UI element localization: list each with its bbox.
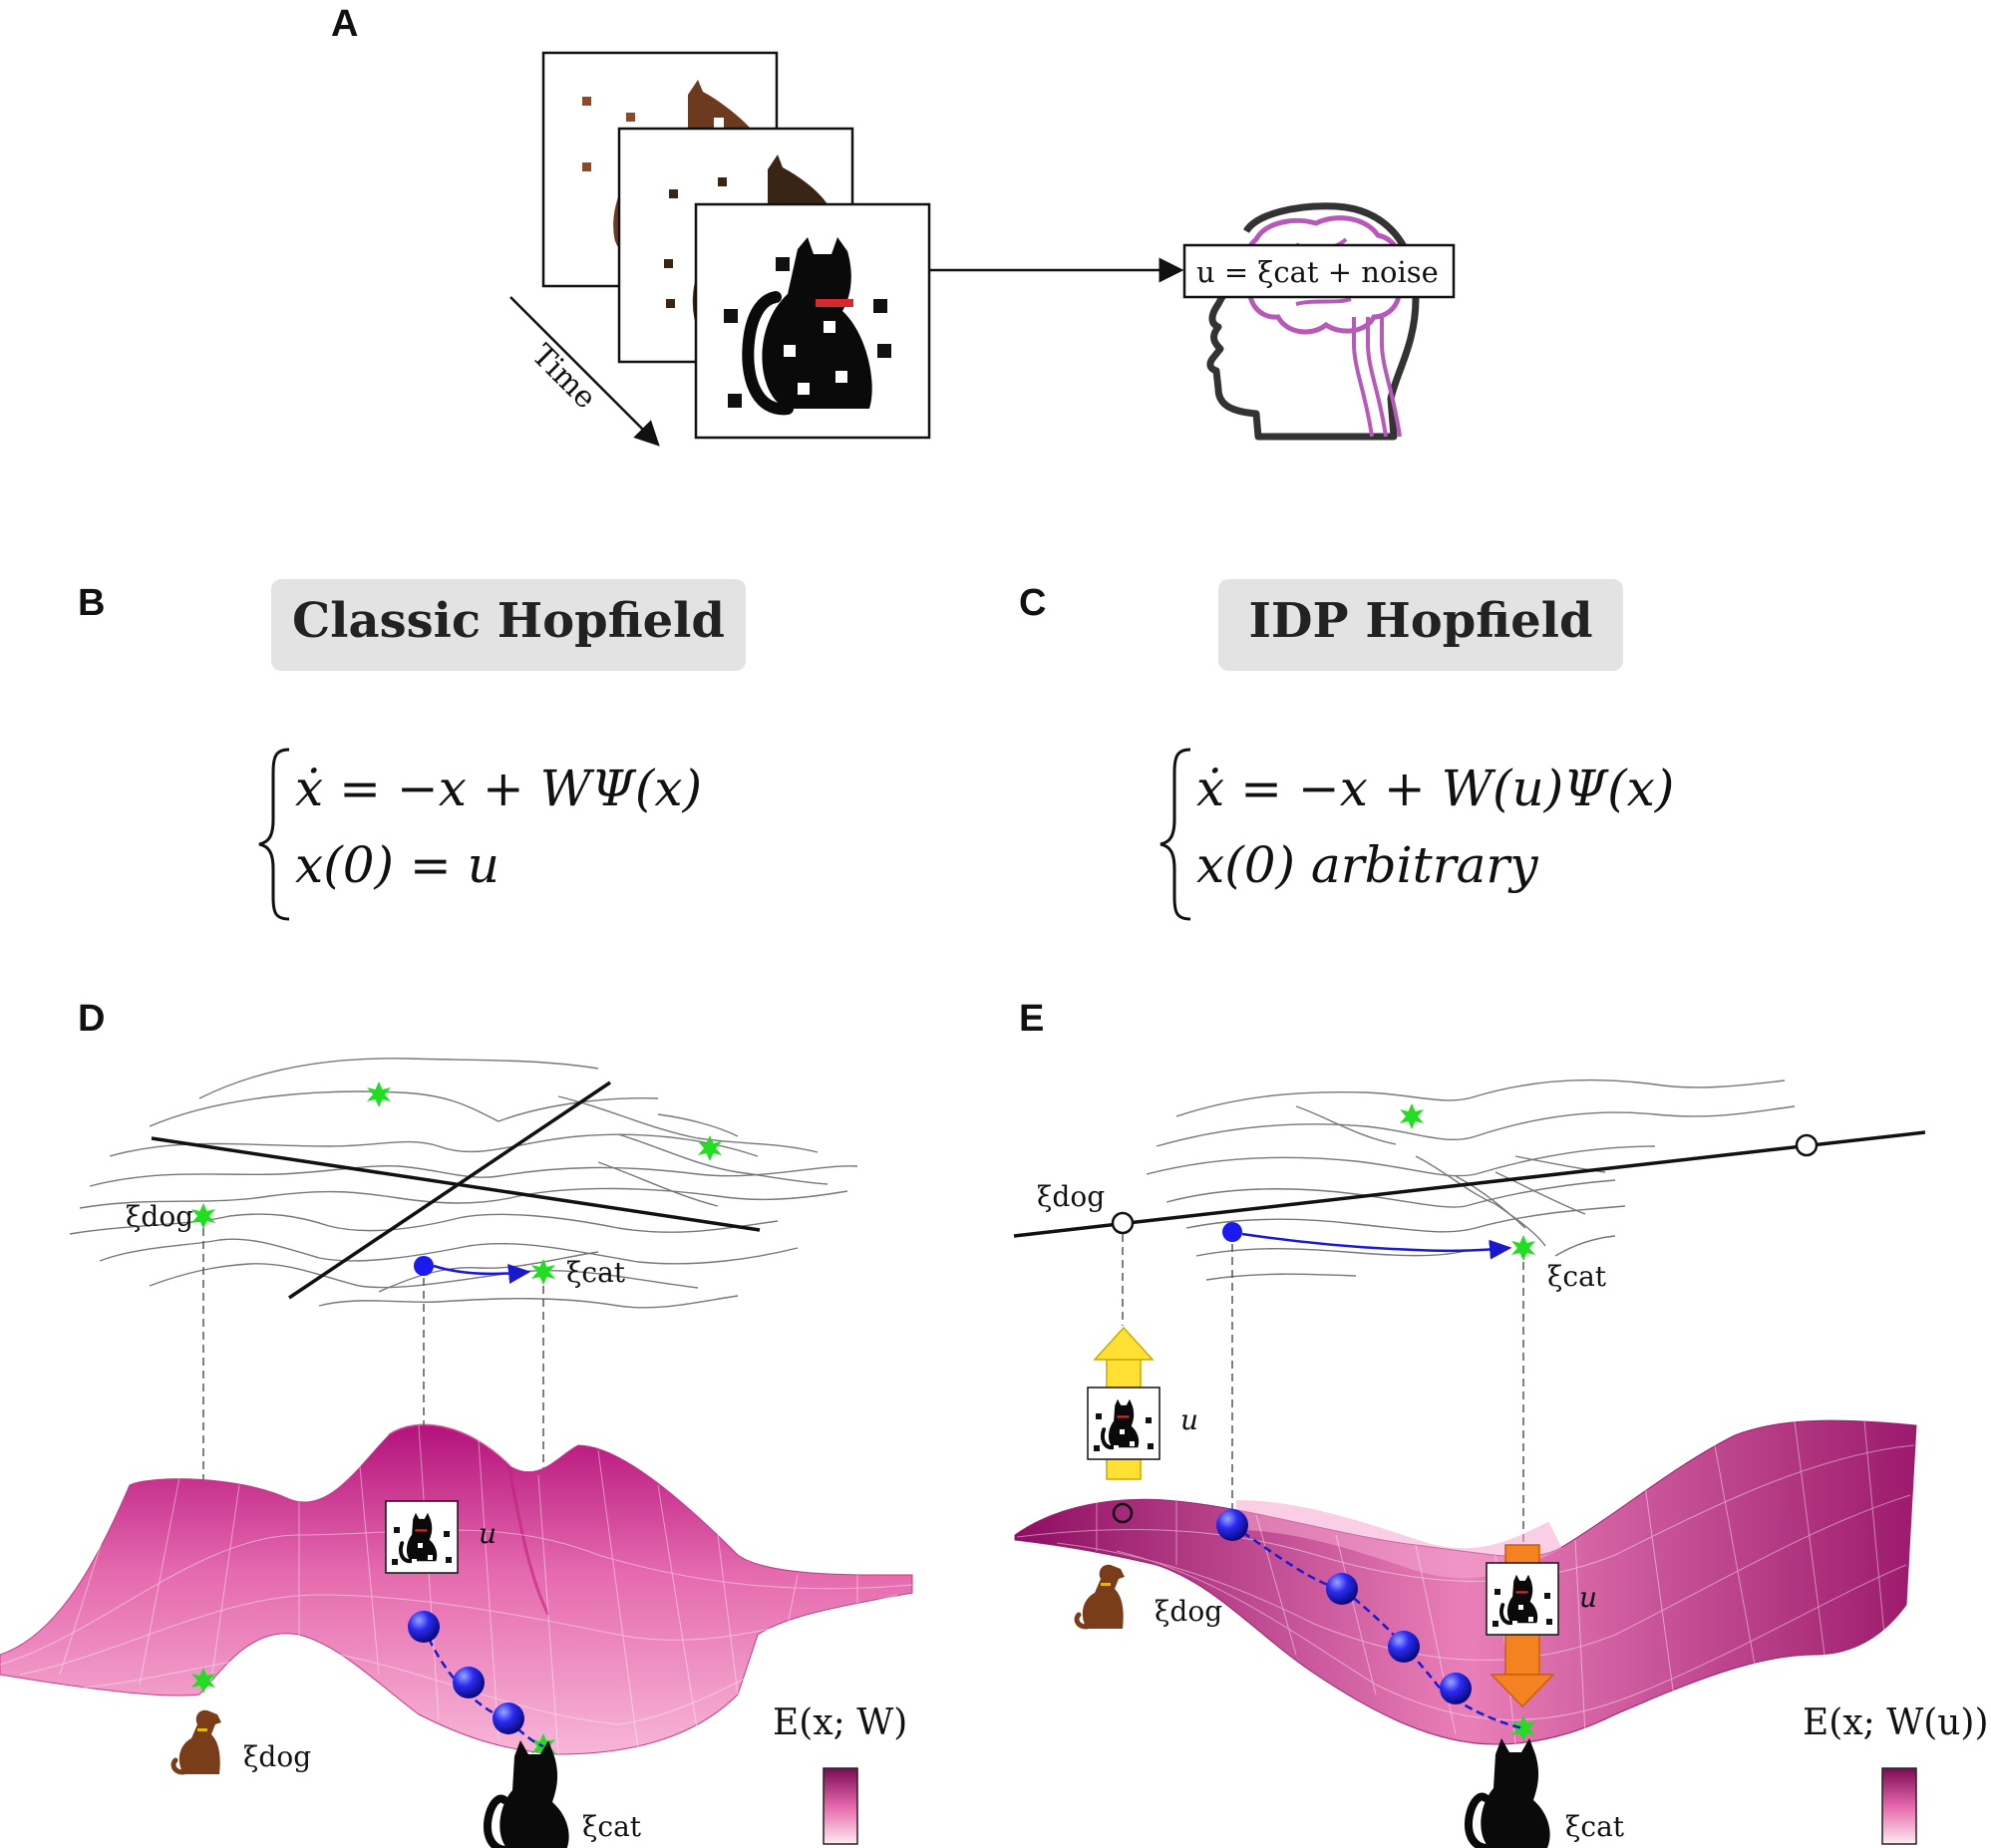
classic-dog-icon — [173, 1710, 221, 1774]
classic-title-box — [271, 579, 746, 671]
idp-dog-icon — [1077, 1565, 1125, 1629]
idp-boundary-point-right — [1795, 1133, 1819, 1157]
idp-start-dot — [1222, 1222, 1242, 1242]
idp-cat-icon — [1469, 1738, 1550, 1848]
classic-ball-2 — [453, 1667, 485, 1698]
idp-xi-dog-bottom-label: ξdog — [1155, 1595, 1222, 1628]
classic-u-label: u — [479, 1517, 497, 1550]
idp-xi-cat-star-top — [1511, 1235, 1535, 1261]
classic-energy-surface — [0, 1423, 913, 1755]
idp-u-left-label: u — [1180, 1403, 1198, 1436]
idp-u-right-label: u — [1579, 1581, 1597, 1614]
classic-boundary-2 — [288, 1080, 611, 1300]
classic-xi-dog-bottom-label: ξdog — [243, 1740, 311, 1773]
panel-b-letter: B — [78, 582, 105, 624]
idp-descent-path — [1231, 1523, 1524, 1730]
classic-xi-dog-top-label: ξdog — [126, 1200, 193, 1233]
panel-a-letter: A — [331, 3, 358, 45]
input-formula-box: u = ξcat + noise — [1182, 243, 1456, 299]
classic-trajectory-arrow — [433, 1264, 531, 1284]
classic-xi-cat-bottom-label: ξcat — [582, 1810, 642, 1843]
classic-start-dot — [414, 1256, 434, 1276]
idp-ball-2 — [1326, 1573, 1358, 1605]
idp-ball-4 — [1440, 1673, 1472, 1704]
classic-xi-dog-star-top — [191, 1203, 215, 1229]
idp-energy-label: E(x; W(u)) — [1803, 1702, 1989, 1743]
classic-attractor-star-top — [367, 1081, 391, 1107]
classic-eq1: ẋ = −x + WΨ(x) — [295, 760, 702, 817]
classic-xi-cat-top-label: ξcat — [566, 1256, 626, 1289]
idp-attractor-star-top — [1400, 1103, 1424, 1129]
classic-ball-3 — [493, 1702, 524, 1734]
classic-brace — [258, 748, 290, 921]
idp-brace — [1160, 748, 1191, 921]
classic-colorbar — [823, 1767, 858, 1845]
classic-title: Classic Hopfield — [292, 593, 725, 649]
classic-eq2: x(0) = u — [295, 836, 499, 894]
idp-xi-cat-top-label: ξcat — [1547, 1260, 1607, 1293]
idp-right-card-icon — [1487, 1563, 1558, 1635]
panel-d-letter: D — [78, 998, 105, 1040]
idp-eq2: x(0) arbitrary — [1196, 836, 1538, 894]
idp-boundary-point-surface — [1112, 1502, 1134, 1524]
input-formula-text: u = ξcat + noise — [1196, 255, 1439, 289]
classic-cat-icon — [488, 1740, 569, 1848]
idp-xi-cat-bottom-label: ξcat — [1565, 1810, 1625, 1843]
classic-energy-label: E(x; W) — [773, 1702, 907, 1743]
idp-trajectory-arrow — [1241, 1232, 1512, 1260]
idp-left-card-icon — [1088, 1387, 1160, 1459]
classic-ball-1 — [408, 1611, 440, 1643]
idp-contour-plane — [1146, 1078, 1796, 1281]
panel-c-letter: C — [1019, 582, 1046, 624]
classic-contour-plane — [69, 1058, 858, 1309]
idp-ball-3 — [1388, 1631, 1420, 1663]
idp-title: IDP Hopfield — [1248, 593, 1592, 649]
frame-cat-input — [694, 202, 931, 440]
idp-boundary-point-left — [1111, 1211, 1135, 1235]
classic-input-card-icon — [386, 1501, 458, 1573]
idp-title-box — [1218, 579, 1623, 671]
panel-e-letter: E — [1019, 998, 1044, 1040]
idp-xi-dog-top-label: ξdog — [1037, 1180, 1105, 1213]
idp-ball-1 — [1216, 1509, 1248, 1541]
idp-eq1: ẋ = −x + W(u)Ψ(x) — [1196, 760, 1674, 817]
time-arrow — [509, 296, 660, 447]
idp-boundary-line — [1013, 1130, 1926, 1238]
idp-colorbar — [1881, 1767, 1917, 1845]
head-brain-icon — [1206, 202, 1420, 441]
